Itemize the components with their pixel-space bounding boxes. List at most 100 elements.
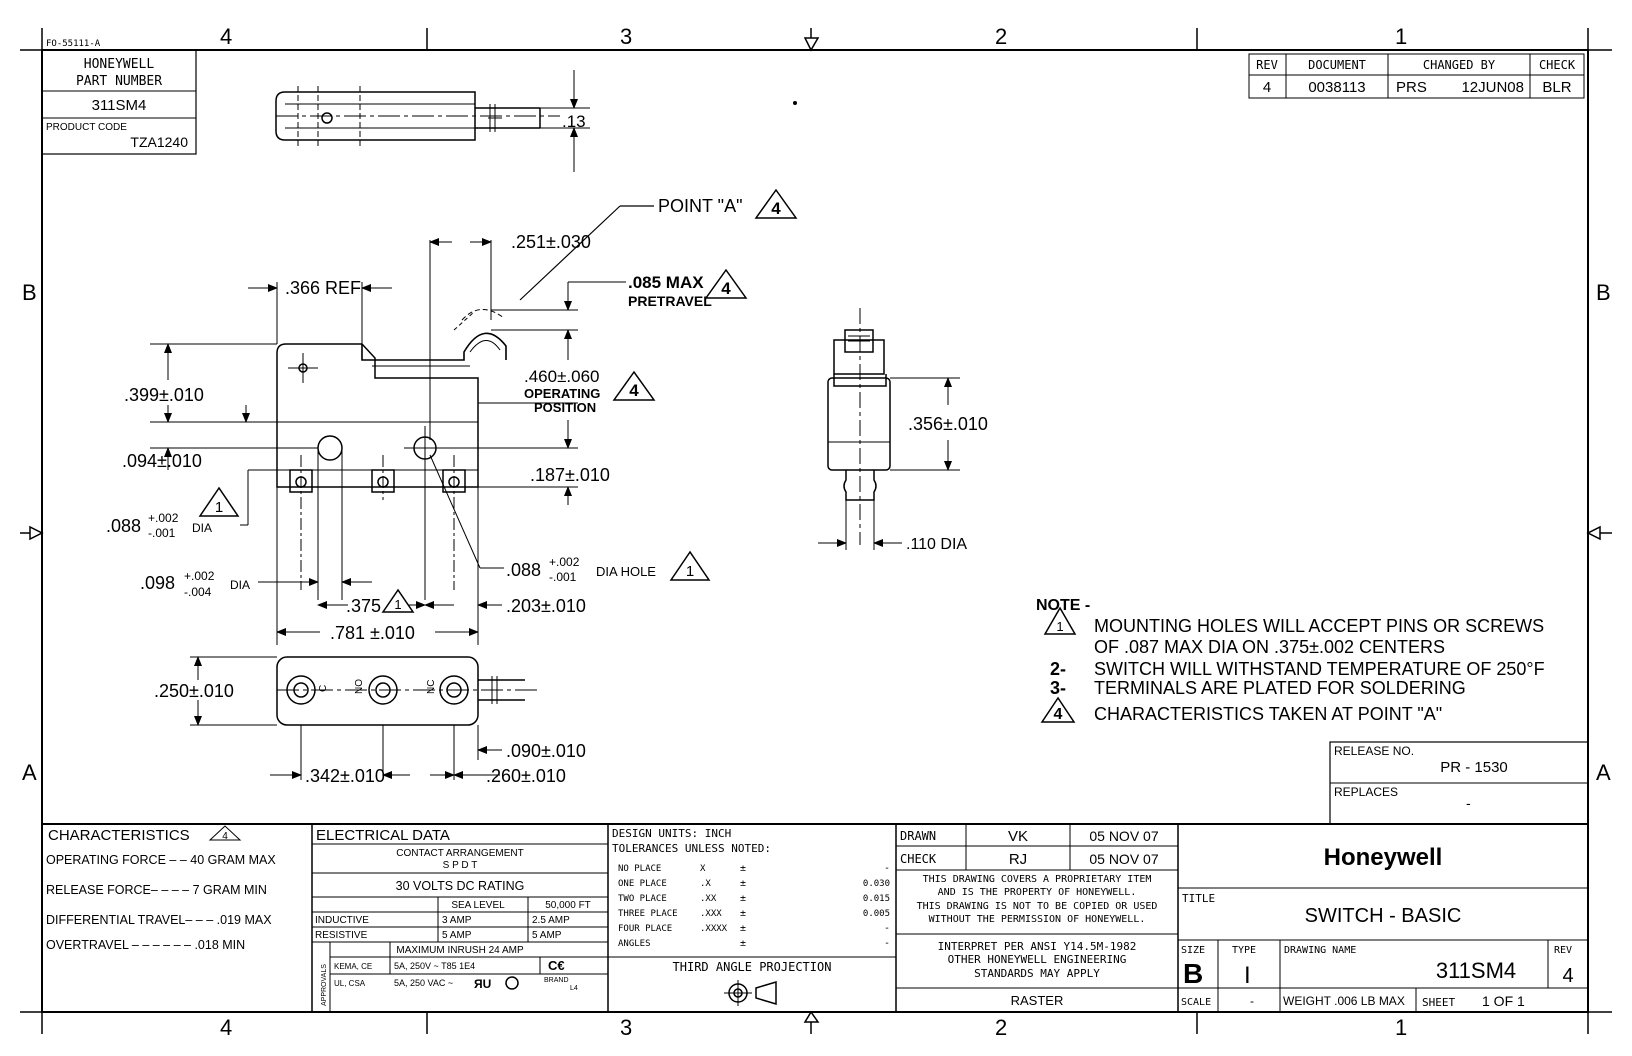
svg-text:4: 4 — [721, 279, 731, 298]
front-view — [150, 205, 654, 645]
tol-name-4: FOUR PLACE — [618, 924, 672, 934]
rev-header-rev: REV — [1256, 58, 1278, 72]
dim-088b: .088 — [506, 560, 541, 580]
dim-250: .250±.010 — [154, 681, 234, 701]
dim-251: .251±.030 — [511, 232, 591, 252]
dim-088b-sfx: DIA HOLE — [596, 564, 656, 579]
note-1a: MOUNTING HOLES WILL ACCEPT PINS OR SCREW… — [1094, 616, 1544, 636]
dim-460: .460±.060 — [524, 367, 600, 386]
characteristics-table: CHARACTERISTICS OPERATING FORCE – – 40 G… — [46, 827, 276, 952]
dim-operating: OPERATING — [524, 386, 600, 401]
note-3: TERMINALS ARE PLATED FOR SOLDERING — [1094, 678, 1466, 698]
note-3-num: 3- — [1050, 678, 1066, 698]
tol-val-0: - — [884, 863, 890, 874]
prop-2: AND IS THE PROPERTY OF HONEYWELL. — [938, 887, 1137, 898]
prop-3: THIS DRAWING IS NOT TO BE COPIED OR USED — [917, 901, 1158, 912]
dimension-labels: POINT "A" .251±.030 .366 REF .085 MAX PR… — [106, 196, 988, 786]
dim-098-minus: -.004 — [184, 585, 212, 599]
resistive-sl: 5 AMP — [442, 930, 472, 941]
inductive-sl: 3 AMP — [442, 915, 472, 926]
svg-text:1: 1 — [1056, 619, 1063, 634]
resistive-label: RESISTIVE — [315, 930, 368, 941]
tol-name-1: ONE PLACE — [618, 879, 667, 889]
check-date: 05 NOV 07 — [1089, 851, 1158, 867]
revision-block — [1248, 53, 1585, 99]
approval-block: DRAWN VK 05 NOV 07 CHECK RJ 05 NOV 07 TH… — [900, 828, 1159, 1008]
dim-094: .094±.010 — [122, 451, 202, 471]
prop-4: WITHOUT THE PERMISSION OF HONEYWELL. — [929, 914, 1146, 925]
tol-val-5: - — [884, 938, 890, 949]
tol-pm-3: ± — [740, 908, 746, 919]
char-operating-force: OPERATING FORCE – – 40 GRAM MAX — [46, 853, 276, 867]
rev-label-tb: REV — [1554, 945, 1572, 956]
svg-text:4: 4 — [1054, 706, 1063, 723]
product-code: TZA1240 — [130, 134, 188, 150]
dim-088a-sfx: DIA — [192, 521, 212, 535]
svg-text:4: 4 — [629, 381, 639, 400]
term-nc: NC — [426, 680, 437, 694]
tol-fmt-2: .XX — [700, 894, 717, 904]
rev-header-by: CHANGED BY — [1423, 58, 1496, 72]
sheet-label: SHEET — [1422, 996, 1455, 1009]
sheet-value: 1 OF 1 — [1482, 993, 1525, 1009]
zone-left-a: A — [22, 760, 37, 785]
type-label: TYPE — [1232, 945, 1256, 956]
drawn-date: 05 NOV 07 — [1089, 828, 1158, 844]
projection-label: THIRD ANGLE PROJECTION — [673, 960, 832, 974]
tol-fmt-0: X — [700, 864, 706, 874]
note-4: CHARACTERISTICS TAKEN AT POINT "A" — [1094, 704, 1442, 724]
tol-pm-0: ± — [740, 863, 746, 874]
zone-bottom-2: 2 — [995, 1015, 1007, 1040]
dim-098-plus: +.002 — [184, 569, 215, 583]
size-value: B — [1183, 958, 1203, 989]
tol-val-2: 0.015 — [863, 894, 890, 904]
tol-fmt-4: .XXXX — [700, 924, 728, 934]
contact-arrangement: CONTACT ARRANGEMENT — [396, 848, 523, 859]
char-release-force: RELEASE FORCE– – – – 7 GRAM MIN — [46, 883, 267, 897]
interp-3: STANDARDS MAY APPLY — [974, 967, 1100, 980]
rev-value-tb: 4 — [1562, 965, 1573, 987]
dim-pretravel: PRETRAVEL — [628, 293, 712, 309]
raster: RASTER — [1011, 993, 1064, 1008]
honeywell-logo: Honeywell — [1324, 844, 1443, 871]
svg-text:4: 4 — [771, 199, 781, 218]
zone-right-b: B — [1596, 280, 1611, 305]
note-2: SWITCH WILL WITHSTAND TEMPERATURE OF 250… — [1094, 659, 1545, 679]
tolerance-rows: NO PLACE X ± - ONE PLACE .X ± 0.030 TWO … — [618, 863, 890, 949]
dim-088a: .088 — [106, 516, 141, 536]
note-1b: OF .087 MAX DIA ON .375±.002 CENTERS — [1094, 637, 1445, 657]
zone-top-2: 2 — [995, 24, 1007, 49]
dwg-name-label: DRAWING NAME — [1284, 945, 1356, 956]
release-value: PR - 1530 — [1440, 759, 1508, 776]
drawn-by: VK — [1008, 828, 1028, 845]
zone-top-3: 3 — [620, 24, 632, 49]
tol-name-2: TWO PLACE — [618, 894, 667, 904]
drawn-label: DRAWN — [900, 829, 936, 843]
dim-088a-plus: +.002 — [148, 511, 179, 525]
part-label-2: PART NUMBER — [76, 74, 162, 89]
rev-date: 12JUN08 — [1461, 79, 1524, 96]
electrical-title: ELECTRICAL DATA — [316, 827, 450, 844]
dim-187: .187±.010 — [530, 465, 610, 485]
design-units-table: DESIGN UNITS: INCH TOLERANCES UNLESS NOT… — [612, 827, 890, 974]
tol-fmt-3: .XXX — [700, 909, 722, 919]
inductive-ft: 2.5 AMP — [532, 915, 570, 926]
zone-top-4: 4 — [220, 24, 232, 49]
ft-50000: 50,000 FT — [545, 900, 591, 911]
interp-1: INTERPRET PER ANSI Y14.5M-1982 — [938, 940, 1137, 953]
electrical-data-table: ELECTRICAL DATA CONTACT ARRANGEMENT S P … — [315, 827, 591, 1006]
dim-090: .090±.010 — [506, 741, 586, 761]
characteristics-title: CHARACTERISTICS — [48, 827, 190, 844]
rev-value: 4 — [1263, 79, 1271, 96]
part-label-1: HONEYWELL — [84, 57, 155, 72]
dim-781: .781 ±.010 — [330, 623, 415, 643]
dim-098: .098 — [140, 573, 175, 593]
design-units: DESIGN UNITS: INCH — [612, 827, 731, 840]
zone-right-a: A — [1596, 760, 1611, 785]
tolerances: TOLERANCES UNLESS NOTED: — [612, 842, 771, 855]
revision-text: REV DOCUMENT CHANGED BY CHECK 4 0038113 … — [1256, 58, 1576, 96]
dwg-name-value: 311SM4 — [1436, 958, 1516, 983]
rev-check: BLR — [1542, 79, 1571, 96]
csa-mark-icon — [505, 976, 519, 990]
zone-bottom-3: 3 — [620, 1015, 632, 1040]
